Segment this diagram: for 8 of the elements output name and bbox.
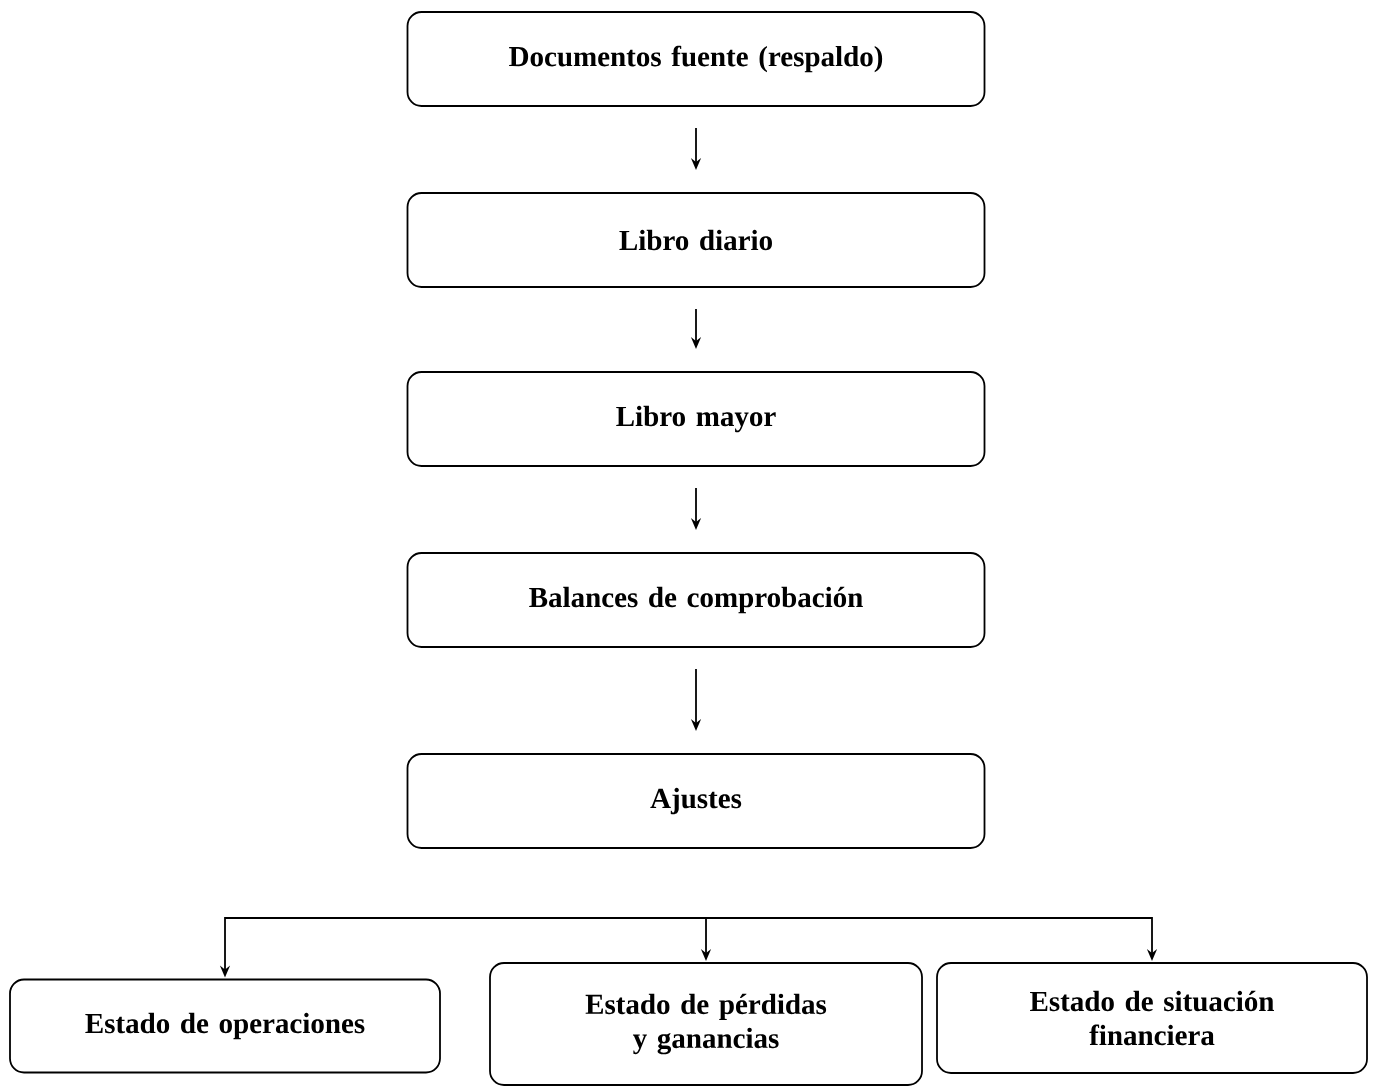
process-box: Estado de situación financiera bbox=[936, 962, 1368, 1074]
process-box: Libro mayor bbox=[406, 371, 986, 467]
process-box: Libro diario bbox=[406, 192, 986, 288]
process-box: Ajustes bbox=[406, 753, 986, 849]
process-box: Estado de operaciones bbox=[9, 978, 441, 1074]
process-box: Estado de pérdidas y ganancias bbox=[489, 962, 923, 1086]
process-box: Balances de comprobación bbox=[406, 552, 986, 648]
process-box: Documentos fuente (respaldo) bbox=[406, 11, 986, 107]
